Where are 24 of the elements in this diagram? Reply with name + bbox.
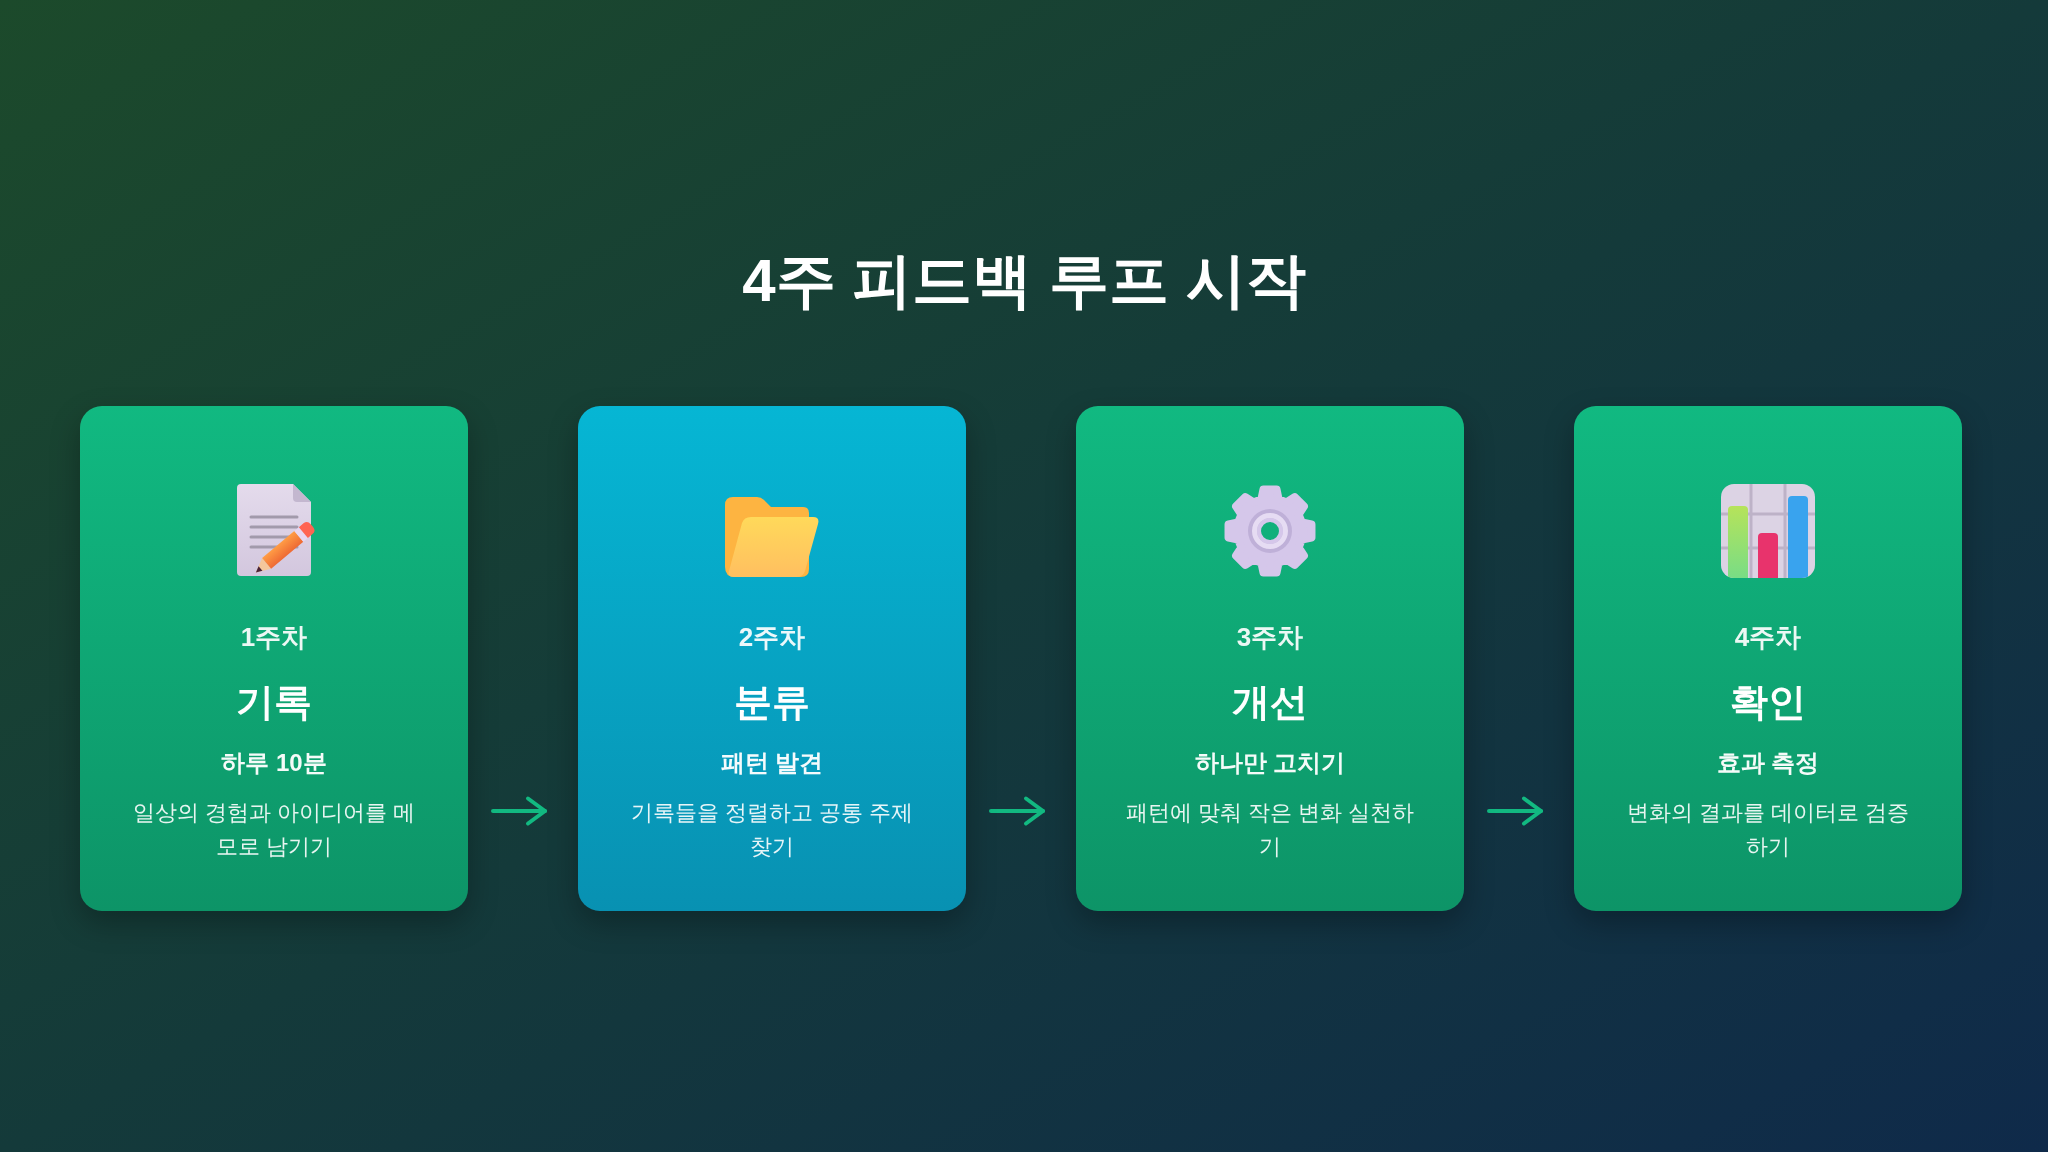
step-subtitle: 효과 측정	[1715, 748, 1821, 778]
step-title: 분류	[733, 680, 811, 725]
week-label: 2주차	[737, 621, 807, 654]
arrow	[491, 796, 547, 826]
step-subtitle: 하루 10분	[220, 748, 328, 778]
step-title: 확인	[1729, 680, 1807, 725]
step-description: 패턴에 맞춰 작은 변화 실천하기	[1125, 800, 1415, 861]
step-description: 일상의 경험과 아이디어를 메모로 남기기	[132, 800, 416, 861]
arrow	[1487, 796, 1543, 826]
week-label: 1주차	[239, 621, 309, 654]
step-description: 변화의 결과를 데이터로 검증하기	[1626, 800, 1910, 861]
arrow	[989, 796, 1045, 826]
step-subtitle: 하나만 고치기	[1193, 748, 1347, 778]
step-card	[1076, 406, 1464, 911]
step-title: 기록	[235, 680, 313, 725]
title: 4주 피드백 루프 시작	[741, 246, 1307, 316]
step-title: 개선	[1231, 680, 1309, 725]
week-label: 4주차	[1733, 621, 1803, 654]
step-card	[578, 406, 966, 911]
week-label: 3주차	[1235, 621, 1305, 654]
step-description: 기록들을 정렬하고 공통 주제 찾기	[630, 800, 914, 861]
step-card	[1574, 406, 1962, 911]
step-card	[80, 406, 468, 911]
step-subtitle: 패턴 발견	[719, 748, 825, 778]
